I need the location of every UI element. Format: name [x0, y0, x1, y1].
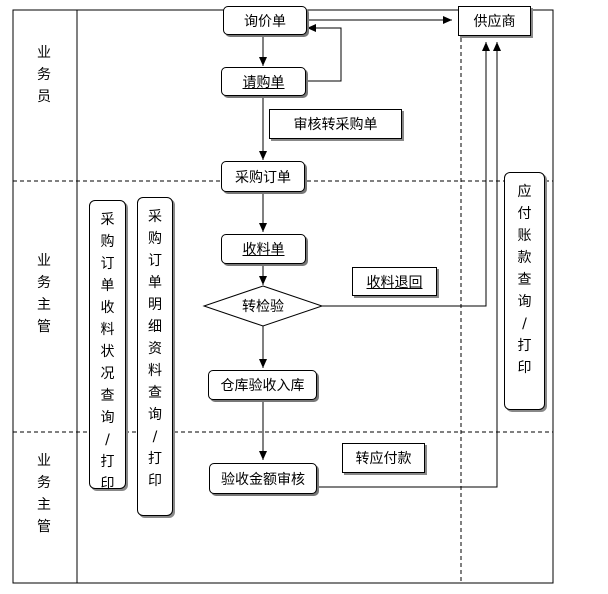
- edge-request-loop: [306, 24, 342, 82]
- po-detail-box: 采 购 订 单 明 细 资 料 查 询 / 打 印: [137, 197, 173, 516]
- to-payable-note: 转应付款: [342, 443, 425, 473]
- po-receipt-status-box: 采 购 订 单 收 料 状 况 查 询 / 打 印: [89, 200, 126, 492]
- edge-inspection-to-supplier: [321, 42, 490, 307]
- inquiry-node: 询价单: [223, 6, 307, 35]
- receipt-node: 收料单: [221, 234, 306, 264]
- payable-query-box: 应 付 账 款 查 询 / 打 印: [504, 172, 545, 410]
- inspection-label: 转检验: [242, 299, 284, 315]
- purchase-order-node: 采购订单: [221, 161, 305, 192]
- supplier-node: 供应商: [458, 6, 531, 36]
- edge-review-to-supplier: [317, 42, 501, 488]
- lane-label-salesperson: 业 务 员: [37, 45, 51, 105]
- review-to-purchase-note: 审核转采购单: [269, 109, 402, 139]
- lane-label-supervisor: 业 务 主 管: [37, 253, 51, 335]
- purchase-request-node: 请购单: [221, 67, 306, 96]
- amount-review-node: 验收金额审核: [209, 463, 317, 494]
- receipt-return-note: 收料退回: [352, 267, 437, 296]
- warehouse-inbound-node: 仓库验收入库: [208, 370, 317, 400]
- inspection-decision-diamond: [202, 285, 324, 327]
- lane-label-supervisor-bottom: 业 务 主 管: [37, 453, 51, 535]
